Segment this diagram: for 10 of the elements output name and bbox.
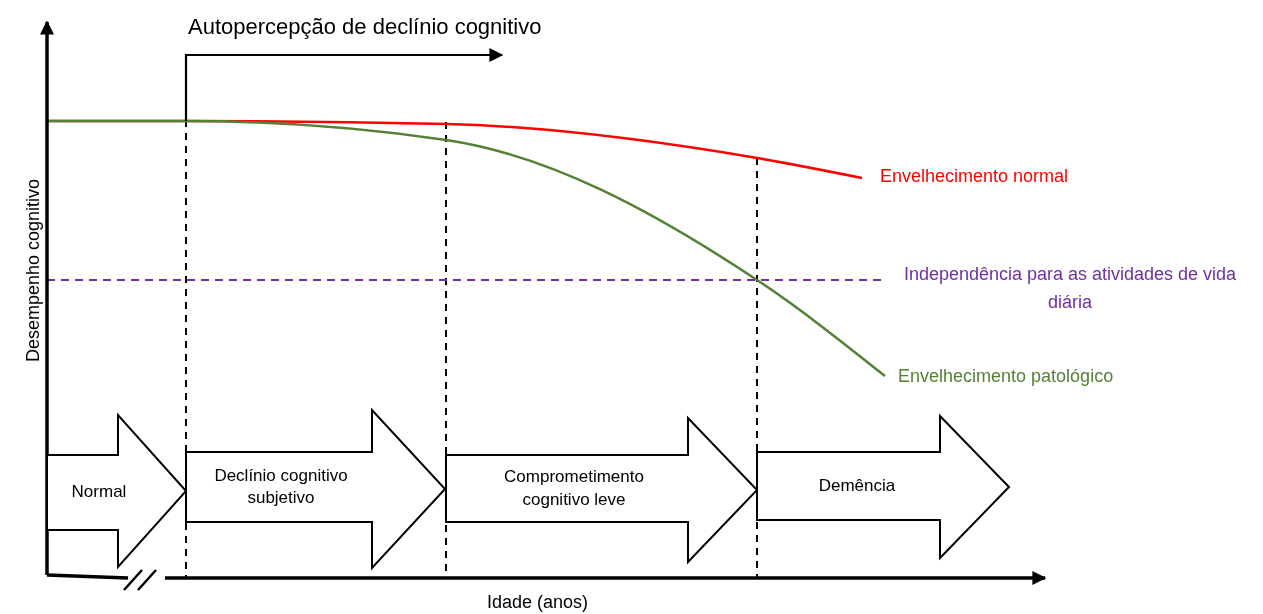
stage-label: Declínio cognitivo subjetivo <box>213 464 349 509</box>
curve-label: Envelhecimento patológico <box>898 366 1114 387</box>
stage-label: Normal <box>70 481 128 504</box>
stage-label: Comprometimento cognitivo leve <box>503 466 645 511</box>
annotation-text: Autopercepção de declínio cognitivo <box>188 14 542 40</box>
axis-title: Desempenho cognitivo <box>23 178 45 363</box>
axis-title: Idade (anos) <box>487 592 589 613</box>
curve-label: Envelhecimento normal <box>880 166 1069 187</box>
threshold-label: Independência para as atividades de vida diária <box>902 263 1238 314</box>
stage-label: Demência <box>817 474 897 497</box>
